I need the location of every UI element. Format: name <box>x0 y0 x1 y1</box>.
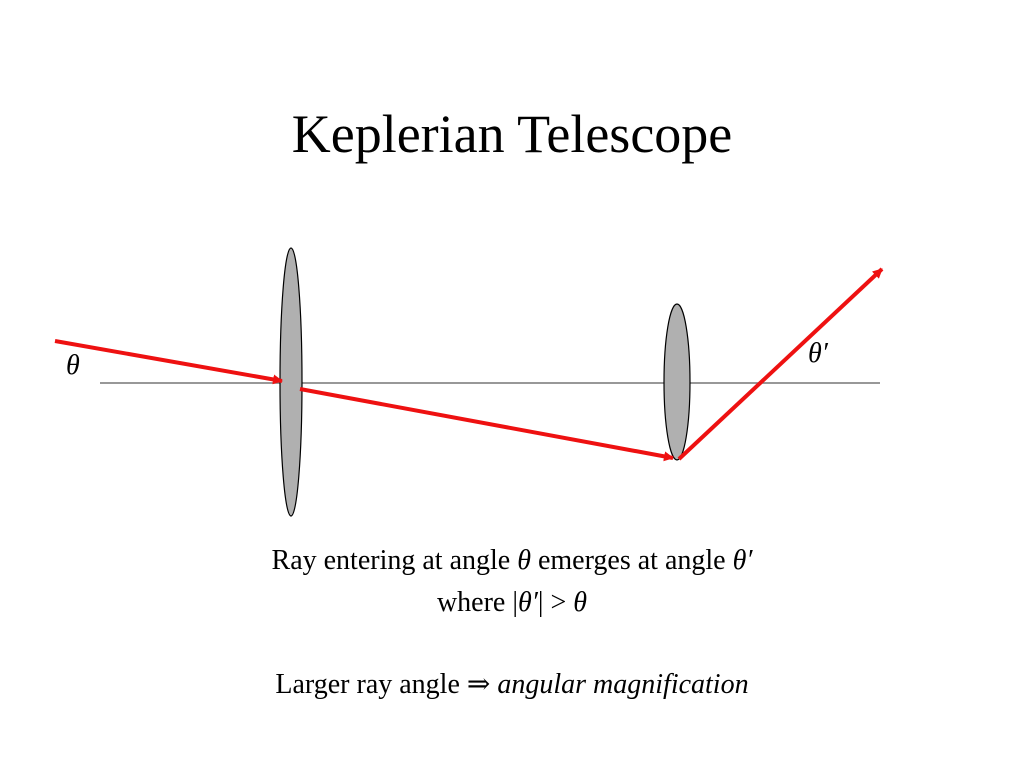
theta-in-label: θ <box>66 350 80 381</box>
caption-text: Ray entering at angle <box>271 545 518 576</box>
objective-lens <box>279 247 303 517</box>
caption-line-3: Larger ray angle ⇒ angular magnification <box>0 668 1024 702</box>
incoming-ray <box>54 339 283 385</box>
caption-line-1: Ray entering at angle θ emerges at angle… <box>0 544 1024 578</box>
caption-text: | > <box>537 587 574 618</box>
theta-prime-symbol: θ′ <box>732 545 753 576</box>
caption-line-2: where |θ′| > θ <box>0 586 1024 620</box>
internal-ray <box>299 387 674 462</box>
theta-prime-symbol: θ′ <box>517 587 538 618</box>
outgoing-ray <box>677 267 884 461</box>
eyepiece-lens <box>663 303 691 461</box>
implies-arrow: ⇒ <box>466 669 491 700</box>
slide-title: Keplerian Telescope <box>291 104 733 164</box>
theta-symbol: θ <box>573 587 588 618</box>
theta-symbol: θ <box>517 545 531 576</box>
caption-text: emerges at angle <box>530 545 733 576</box>
caption-text: where | <box>436 587 518 618</box>
caption-text: Larger ray angle <box>275 669 467 700</box>
theta-out-label: θ′ <box>808 338 829 369</box>
angular-magnification-text: angular magnification <box>497 669 749 700</box>
